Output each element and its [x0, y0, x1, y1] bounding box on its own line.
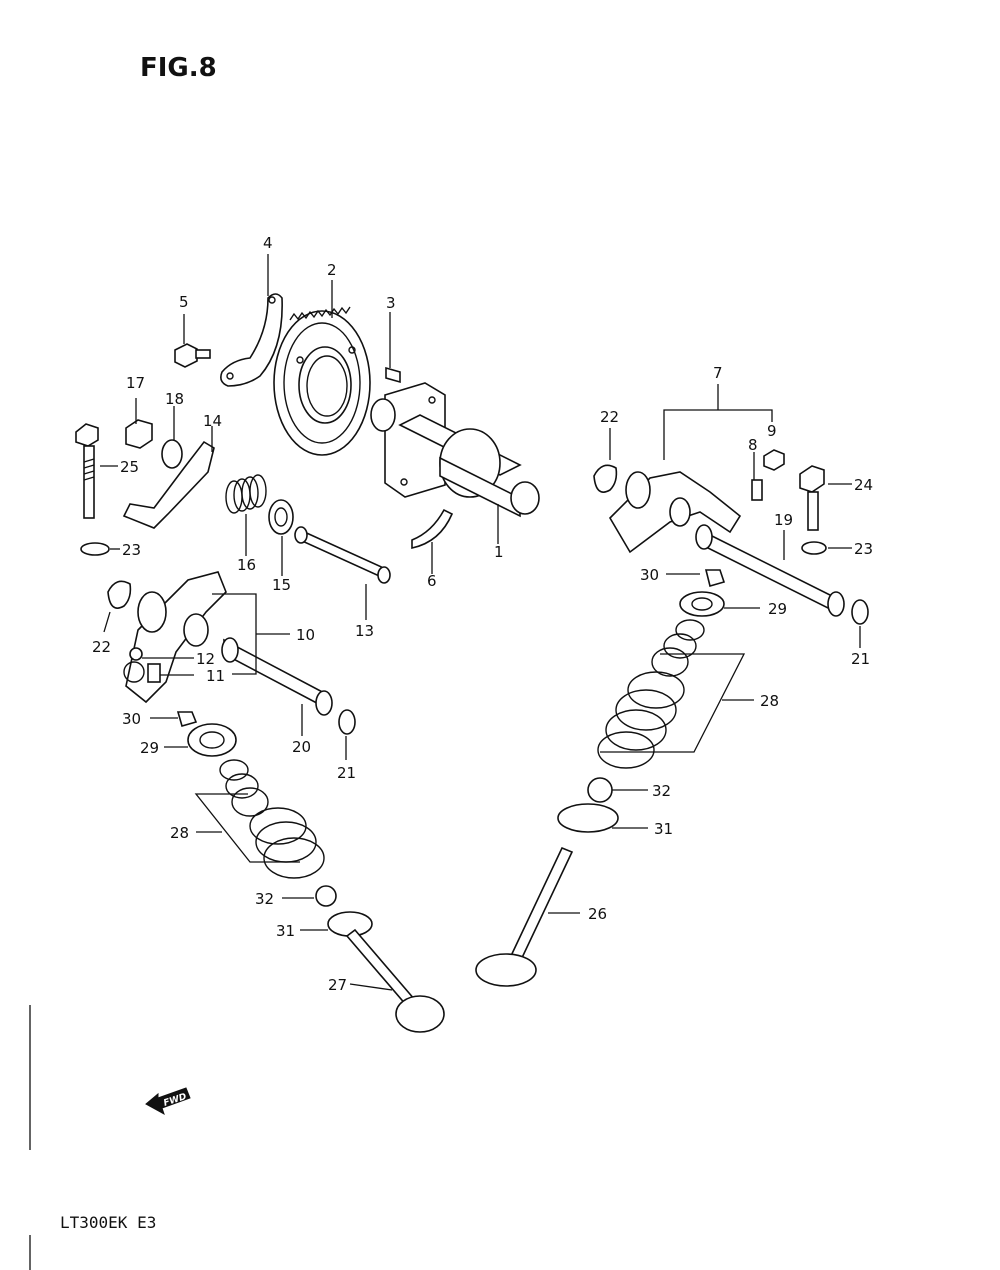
callout-9: 9: [767, 422, 777, 440]
bolt-24: [799, 465, 825, 531]
callout-31-left: 31: [276, 922, 295, 940]
seat-31-left: [327, 911, 373, 937]
callout-30-right: 30: [640, 566, 659, 584]
callout-31-right: 31: [654, 820, 673, 838]
retainer-plate: [220, 293, 283, 387]
retainer-29-right: [679, 591, 725, 617]
nut-9: [763, 449, 785, 471]
dowel-pin: [385, 366, 401, 384]
callout-21-right: 21: [851, 650, 870, 668]
washer-18: [161, 439, 183, 469]
cotter-30-right: [704, 569, 726, 587]
seal-32-right: [587, 777, 613, 803]
callout-23-left: 23: [122, 541, 141, 559]
callout-8: 8: [748, 436, 758, 454]
valve-spring-28-left: [219, 759, 325, 879]
callout-28-right: 28: [760, 692, 779, 710]
leader-lines: [100, 254, 861, 991]
callout-4: 4: [263, 234, 273, 252]
seal-15: [268, 499, 294, 535]
callout-3: 3: [386, 294, 396, 312]
cam-sprocket: [273, 306, 371, 456]
clip-6: [411, 508, 454, 549]
callout-14: 14: [203, 412, 222, 430]
callout-29-right: 29: [768, 600, 787, 618]
bolt-25: [75, 423, 99, 519]
rocker-shaft-19: [695, 524, 845, 617]
callout-30-left: 30: [122, 710, 141, 728]
callout-7: 7: [713, 364, 723, 382]
valve-spring-28-right: [597, 619, 705, 769]
callout-18: 18: [165, 390, 184, 408]
callout-20: 20: [292, 738, 311, 756]
fwd-label: FWD: [162, 1092, 188, 1109]
callout-1: 1: [494, 543, 504, 561]
callout-15: 15: [272, 576, 291, 594]
rocker-arm-right: [608, 471, 742, 554]
washer-23-left: [80, 542, 110, 556]
callout-21-left: 21: [337, 764, 356, 782]
lever-14: [122, 440, 215, 529]
callout-2: 2: [327, 261, 337, 279]
callout-16: 16: [237, 556, 256, 574]
callout-26: 26: [588, 905, 607, 923]
figure-title: FIG.8: [140, 53, 217, 83]
callout-12: 12: [196, 650, 215, 668]
callout-19: 19: [774, 511, 793, 529]
callout-22-right: 22: [600, 408, 619, 426]
callout-22-left: 22: [92, 638, 111, 656]
valve-26: [475, 846, 574, 987]
callout-25: 25: [120, 458, 139, 476]
screw-11: [147, 663, 161, 683]
seal-32-left: [315, 885, 337, 907]
gasket-22-left: [107, 580, 132, 609]
callout-labels: 1 2 3 4 5 6 7 8 9 10 11 12 13 14 15 16 1…: [92, 234, 873, 994]
cotter-30-left: [176, 711, 198, 727]
retainer-29-left: [187, 723, 237, 757]
callout-29-left: 29: [140, 739, 159, 757]
callout-5: 5: [179, 293, 189, 311]
callout-32-right: 32: [652, 782, 671, 800]
nut-12: [129, 647, 143, 661]
decomp-shaft-13: [294, 526, 391, 584]
callout-28-left: 28: [170, 824, 189, 842]
seat-31-right: [557, 803, 619, 833]
callout-27: 27: [328, 976, 347, 994]
spring-16: [225, 474, 267, 514]
washer-23-right: [801, 541, 827, 555]
camshaft: [370, 382, 540, 518]
callout-23-right: 23: [854, 540, 873, 558]
callout-10: 10: [296, 626, 315, 644]
callout-11: 11: [206, 667, 225, 685]
model-code: LT300EK E3: [60, 1213, 156, 1232]
callout-6: 6: [427, 572, 437, 590]
callout-13: 13: [355, 622, 374, 640]
screw-8: [751, 479, 763, 501]
oring-21-left: [338, 709, 356, 735]
gasket-22-right: [593, 464, 618, 493]
valve-27: [345, 928, 445, 1033]
callout-32-left: 32: [255, 890, 274, 908]
fwd-arrow-icon: FWD: [145, 1087, 191, 1116]
oring-21-right: [851, 599, 869, 625]
nut-17: [125, 419, 153, 449]
rocker-shaft-20: [221, 637, 333, 716]
callout-17: 17: [126, 374, 145, 392]
bolt-5: [174, 343, 211, 368]
callout-24: 24: [854, 476, 873, 494]
